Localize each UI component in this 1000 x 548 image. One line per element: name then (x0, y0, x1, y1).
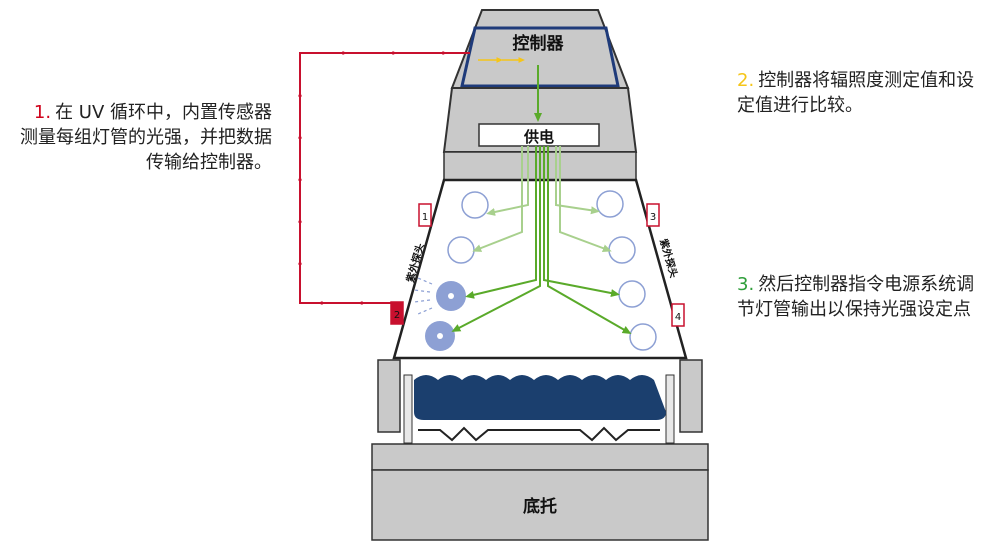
note-step-2-number: 2. (737, 70, 755, 91)
power-flow-upper (472, 146, 612, 252)
note-step-1-text: 在 UV 循环中，内置传感器测量每组灯管的光强，并把数据传输给控制器。 (20, 102, 272, 173)
sensor-1 (418, 203, 432, 227)
lamp-left-1 (461, 191, 489, 219)
left-post (377, 359, 401, 433)
lamp-left-2 (447, 236, 475, 264)
note-step-2: 2.控制器将辐照度测定值和设定值进行比较。 (737, 68, 982, 118)
lamp-right-4 (629, 323, 657, 351)
lamp-right-1 (596, 190, 624, 218)
base (371, 469, 709, 541)
base-top (371, 443, 709, 471)
sensor-2-label: 2 (394, 310, 400, 321)
note-step-3: 3.然后控制器指令电源系统调节灯管输出以保持光强设定点 (737, 272, 987, 322)
note-step-3-number: 3. (737, 274, 755, 295)
controller-frame (460, 26, 620, 88)
base-label: 底托 (523, 496, 557, 517)
sensor-4 (671, 303, 685, 327)
note-step-2-text: 控制器将辐照度测定值和设定值进行比较。 (737, 70, 975, 116)
lamp-left-4-core (437, 333, 443, 339)
power-supply-label: 供电 (523, 128, 554, 146)
lamp-right-3 (618, 280, 646, 308)
right-rod (665, 374, 675, 444)
water-tray (414, 375, 666, 420)
sensor-3 (646, 203, 660, 227)
note-step-1: 1.在 UV 循环中，内置传感器测量每组灯管的光强，并把数据传输给控制器。 (20, 100, 272, 175)
sensor-2 (390, 301, 404, 325)
heater-coil (418, 426, 660, 442)
note-step-1-number: 1. (33, 102, 52, 123)
sensor-3-label: 3 (650, 212, 656, 223)
sensor-4-label: 4 (675, 312, 681, 323)
power-flow-lower (451, 146, 632, 334)
left-rod (403, 374, 413, 444)
controller-label: 控制器 (513, 33, 565, 54)
note-step-3-text: 然后控制器指令电源系统调节灯管输出以保持光强设定点 (737, 274, 975, 320)
feedback-arrows (298, 51, 447, 305)
lamp-left-3-core (448, 293, 454, 299)
light-rays (413, 277, 433, 315)
sensor-1-label: 1 (422, 212, 428, 223)
right-post (679, 359, 703, 433)
lamp-right-2 (608, 236, 636, 264)
